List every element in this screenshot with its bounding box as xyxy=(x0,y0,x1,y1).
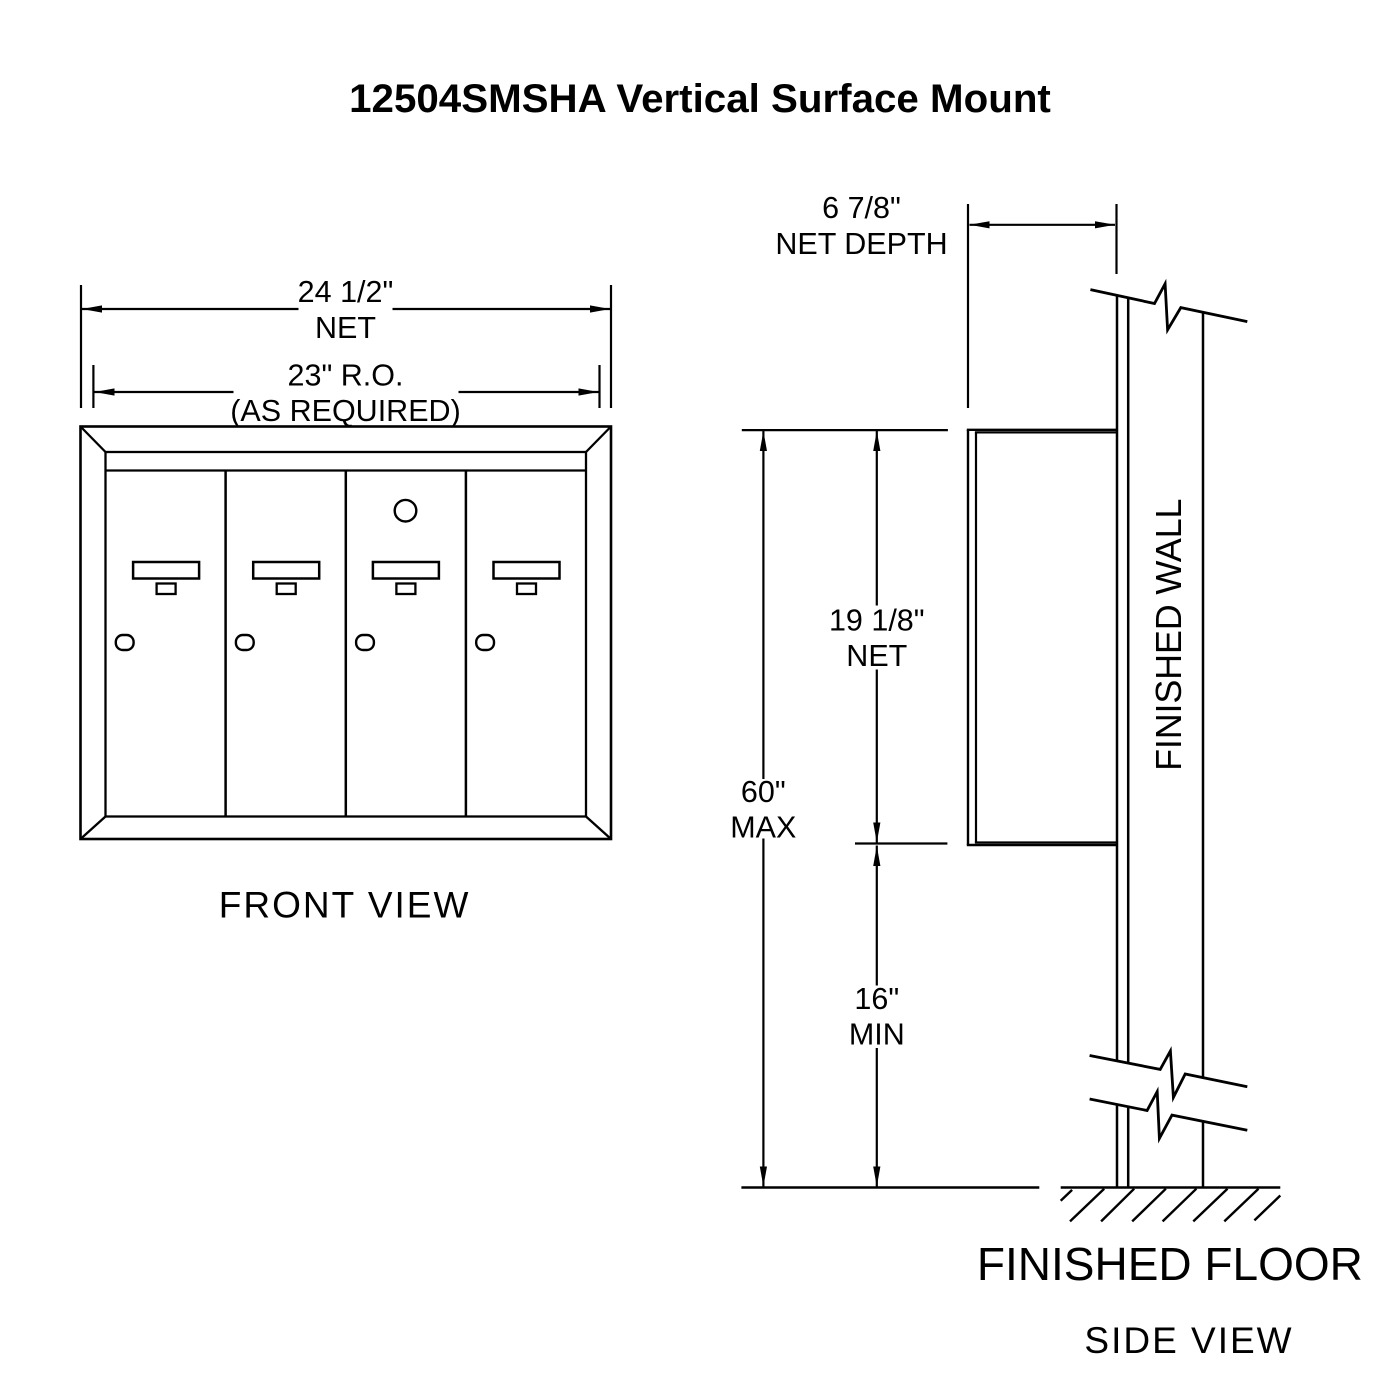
wall-lines xyxy=(1115,295,1205,1188)
door-4-card-holder xyxy=(515,582,538,596)
dim-net-depth-suffix: NET DEPTH xyxy=(775,227,947,261)
arrowhead-left xyxy=(94,388,115,396)
dim-rough-opening-note: (AS REQUIRED) xyxy=(230,394,460,428)
arrowhead-down xyxy=(873,1166,881,1187)
drawing-title: 12504SMSHA Vertical Surface Mount xyxy=(349,76,1051,121)
dim-min-height-value: 16" xyxy=(854,982,899,1016)
dim-min-height-suffix: MIN xyxy=(849,1018,905,1052)
front-view-label: FRONT VIEW xyxy=(219,884,471,925)
dim-net-height-suffix: NET xyxy=(846,639,907,673)
dim-net-depth-value: 6 7/8" xyxy=(822,191,901,225)
side-dim-max-height: 60" MAX xyxy=(730,430,796,1187)
front-view: 24 1/2" NET 23" R.O. (AS REQUIRED) FRONT… xyxy=(79,275,613,925)
side-mailbox-body xyxy=(966,428,1117,847)
dim-net-height-value: 19 1/8" xyxy=(829,603,925,637)
door-1-card-holder xyxy=(155,582,177,596)
door-3-mail-slot xyxy=(371,560,441,580)
front-door-1 xyxy=(114,560,201,652)
arrowhead-right xyxy=(1095,221,1115,229)
finished-wall-label: FINISHED WALL xyxy=(1148,499,1189,771)
door-2-lock xyxy=(234,633,255,652)
arrowhead-right xyxy=(578,388,599,396)
door-1-mail-slot xyxy=(131,560,201,580)
front-frame-bevels xyxy=(79,425,612,840)
front-dim-rough-opening: 23" R.O. (AS REQUIRED) xyxy=(92,358,601,428)
finished-floor-label: FINISHED FLOOR xyxy=(977,1238,1363,1290)
arrowhead-left xyxy=(82,305,102,313)
door-3-lock xyxy=(354,633,376,652)
front-door-2 xyxy=(234,560,321,652)
door-4-mail-slot xyxy=(492,560,561,580)
arrowhead-left xyxy=(969,221,990,229)
door-2-mail-slot xyxy=(251,560,321,580)
door-3-cylinder xyxy=(393,498,418,523)
door-3-card-holder xyxy=(395,582,417,596)
arrowhead-up xyxy=(759,431,767,451)
side-dim-min-height: 16" MIN xyxy=(849,845,905,1187)
arrowhead-up xyxy=(873,431,881,451)
floor-hatching xyxy=(1059,1187,1282,1223)
side-wall: FINISHED WALL xyxy=(1089,278,1248,1188)
front-door-dividers xyxy=(224,470,468,817)
wall-break-top xyxy=(1090,278,1248,335)
front-door-3 xyxy=(354,498,441,652)
front-view-cabinet xyxy=(79,425,613,841)
dim-max-height-value: 60" xyxy=(741,775,786,809)
arrowhead-down xyxy=(873,822,881,843)
arrowhead-right xyxy=(590,305,610,313)
dim-net-width-value: 24 1/2" xyxy=(298,275,394,309)
door-2-card-holder xyxy=(275,582,297,596)
front-door-4 xyxy=(475,560,561,652)
side-dim-net-height: 19 1/8" NET xyxy=(829,430,925,843)
dim-net-width-suffix: NET xyxy=(315,311,376,345)
front-dim-net-width: 24 1/2" NET xyxy=(79,275,613,408)
arrowhead-up xyxy=(873,846,881,866)
arrowhead-down xyxy=(759,1166,767,1187)
front-outer-frame xyxy=(79,425,613,841)
side-view-label: SIDE VIEW xyxy=(1084,1320,1293,1361)
door-1-lock xyxy=(114,633,135,652)
side-view: FINISHED WALL FINISHED FLOOR xyxy=(730,191,1363,1361)
dim-max-height-suffix: MAX xyxy=(730,811,796,845)
side-floor: FINISHED FLOOR xyxy=(741,1186,1363,1290)
side-dim-net-depth: 6 7/8" NET DEPTH xyxy=(775,191,1118,408)
door-4-lock xyxy=(475,633,496,652)
wall-break-bottom-upper xyxy=(1089,1046,1248,1103)
dim-rough-opening-value: 23" R.O. xyxy=(288,358,404,392)
wall-break-bottom-lower xyxy=(1089,1086,1248,1144)
